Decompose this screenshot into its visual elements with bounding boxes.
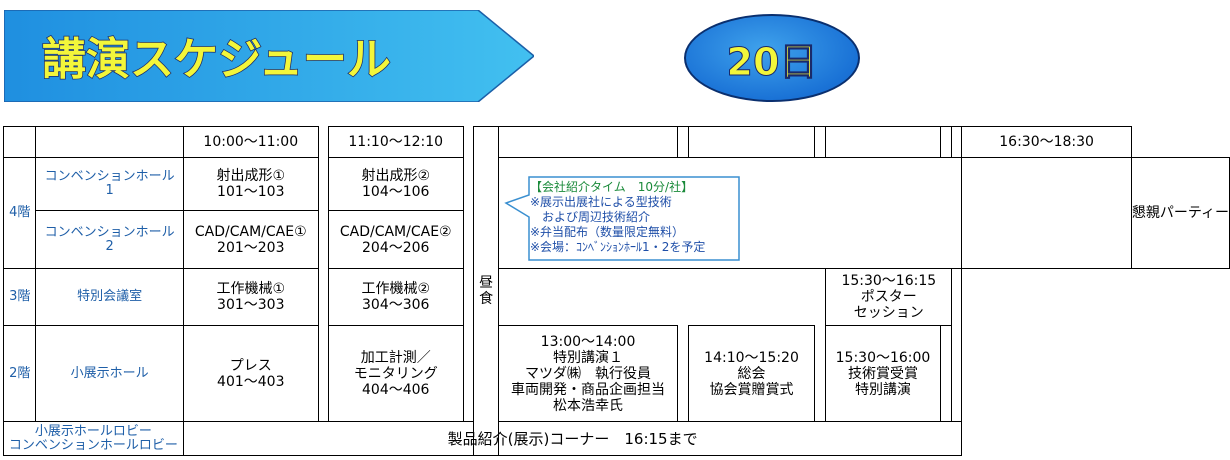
room-small-hall: 小展示ホール (35, 325, 184, 422)
party-cell: 懇親パーティー (1130, 157, 1230, 269)
room-lobby: 小展示ホールロビーコンベンションホールロビー (3, 421, 184, 456)
floor-3: 3階 (2, 268, 37, 326)
lunch-label-1: 昼 (479, 275, 494, 291)
callout-line-3: および周辺技術紹介 (530, 210, 651, 224)
callout-line-1: 【会社紹介タイム 10分/社】 (530, 180, 694, 194)
schedule-table: 10:00〜11:00 11:10〜12:10 昼 食 16:30〜18:30 … (2, 126, 1230, 456)
callout-line-2: ※展示出展社による型技術 (530, 195, 672, 209)
empty-3f (498, 268, 827, 326)
floor-2: 2階 (2, 325, 37, 422)
room-special-meeting: 特別会議室 (35, 268, 184, 326)
product-corner: 製品紹介(展示)コーナー 16:15まで (182, 421, 963, 456)
day-badge: 20日 (684, 14, 860, 102)
callout-text: 【会社紹介タイム 10分/社】 ※展示出展社による型技術 および周辺技術紹介 ※… (530, 180, 705, 255)
callout-line-5: ※会場：ｺﾝﾍﾞﾝｼｮﾝﾎｰﾙ1・2を予定 (530, 240, 706, 254)
lunch-column: 昼 食 (472, 126, 500, 456)
lunch-label-2: 食 (479, 291, 494, 307)
time-slot-party: 16:30〜18:30 (961, 126, 1132, 158)
day-label: 20日 (726, 39, 818, 84)
company-intro-callout (504, 176, 740, 261)
row-lobby: 小展示ホールロビーコンベンションホールロビー 製品紹介(展示)コーナー 16:1… (3, 421, 1230, 456)
title-banner: 講演スケジュール (3, 9, 536, 106)
page-title: 講演スケジュール (42, 34, 391, 85)
time-slot-1: 10:00〜11:00 (182, 126, 319, 158)
floor-4: 4階 (2, 157, 37, 269)
time-slot-2: 11:10〜12:10 (327, 126, 464, 158)
time-header-row: 10:00〜11:00 11:10〜12:10 昼 食 16:30〜18:30 (2, 126, 1230, 456)
callout-line-4: ※弁当配布（数量限定無料） (530, 225, 685, 239)
